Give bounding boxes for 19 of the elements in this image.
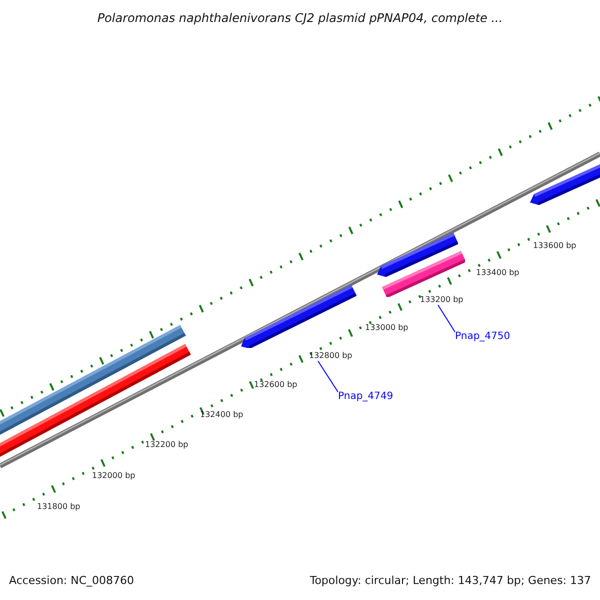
position-label: 132600 bp bbox=[254, 380, 298, 389]
accession-text: Accession: NC_008760 bbox=[9, 574, 134, 587]
position-label: 133600 bp bbox=[533, 241, 576, 250]
gene-arrow bbox=[241, 284, 357, 348]
position-label: 132200 bp bbox=[145, 440, 188, 449]
gene-arrow bbox=[382, 250, 466, 298]
position-label: 131800 bp bbox=[37, 502, 80, 511]
position-label: 133400 bp bbox=[476, 268, 520, 277]
position-label: 133200 bp bbox=[420, 295, 464, 304]
position-label: 132400 bp bbox=[200, 410, 244, 419]
position-label: 132000 bp bbox=[92, 471, 136, 480]
summary-text: Topology: circular; Length: 143,747 bp; Genes: 137 bbox=[310, 574, 591, 587]
leader-line bbox=[318, 360, 338, 392]
gene-label: Pnap_4749 bbox=[338, 391, 394, 402]
position-label: 132800 bp bbox=[309, 351, 352, 360]
gene-label: Pnap_4750 bbox=[455, 331, 510, 342]
position-label: 133000 bp bbox=[365, 323, 408, 332]
title: Polaromonas naphthalenivorans CJ2 plasmid pPNAP04, complete ... bbox=[96, 11, 504, 25]
leader-line bbox=[438, 304, 456, 332]
